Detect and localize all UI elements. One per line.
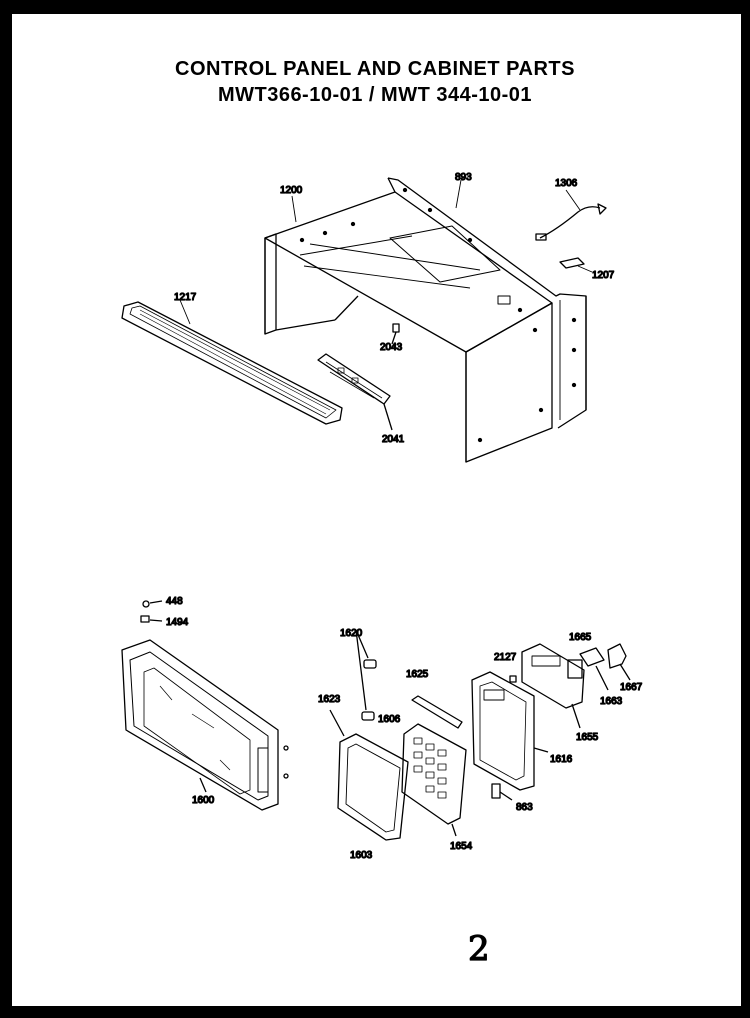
label-vent-plate: 2041 <box>382 434 405 445</box>
scan-border-left <box>0 0 12 1018</box>
scan-border-top <box>0 0 750 14</box>
bracket-part <box>607 643 631 681</box>
label-hinge: 1494 <box>166 617 189 628</box>
grille-part <box>121 301 343 425</box>
label-latch-part: 1620 <box>340 628 363 639</box>
label-frame-part: 1623 <box>318 694 341 705</box>
label-door: 1600 <box>192 795 215 806</box>
label-cabinet: 1200 <box>280 185 303 196</box>
overlay-window-part <box>411 695 463 729</box>
label-switch: 1665 <box>569 632 592 643</box>
label-overlay-window: 1625 <box>406 669 429 680</box>
door-part <box>121 639 289 811</box>
scan-border-bottom <box>0 1006 750 1018</box>
switch-part <box>579 647 609 691</box>
label-power-cord: 1306 <box>555 178 578 189</box>
label-relay: 2127 <box>494 652 517 663</box>
cabinet-part <box>264 191 553 463</box>
power-cord-part <box>535 203 607 241</box>
diagram-title: CONTROL PANEL AND CABINET PARTS <box>175 58 575 80</box>
cord-clip-part <box>559 257 585 269</box>
vent-plate-part <box>317 353 393 431</box>
label-connector: 863 <box>516 802 533 813</box>
label-grille: 1217 <box>174 292 197 303</box>
circuit-board-part <box>471 671 549 791</box>
switch-assembly-part <box>521 643 585 729</box>
control-frame-part <box>329 709 409 841</box>
label-circuit-board: 1616 <box>550 754 573 765</box>
label-keypad: 1654 <box>450 841 473 852</box>
label-back-panel: 893 <box>455 172 472 183</box>
keypad-part <box>401 723 467 837</box>
latch-part <box>355 629 377 721</box>
model-numbers: MWT366-10-01 / MWT 344-10-01 <box>217 84 533 106</box>
label-control-frame: 1603 <box>350 850 373 861</box>
screw-part <box>391 323 400 345</box>
relay-part <box>509 675 517 683</box>
label-cord-clip: 1207 <box>592 270 615 281</box>
label-board-small: 1663 <box>600 696 623 707</box>
leader-lines <box>179 179 593 325</box>
page-number: 2 <box>468 929 490 969</box>
label-bracket: 1667 <box>620 682 643 693</box>
label-frame-inner: 1606 <box>378 714 401 725</box>
label-small-part-top: 448 <box>166 596 183 607</box>
scan-border-right <box>741 0 750 1018</box>
label-board-mount: 1655 <box>576 732 599 743</box>
label-screw: 2043 <box>380 342 403 353</box>
hinge-hardware <box>140 600 163 623</box>
connector-part <box>491 783 513 801</box>
back-panel-part <box>387 177 587 429</box>
